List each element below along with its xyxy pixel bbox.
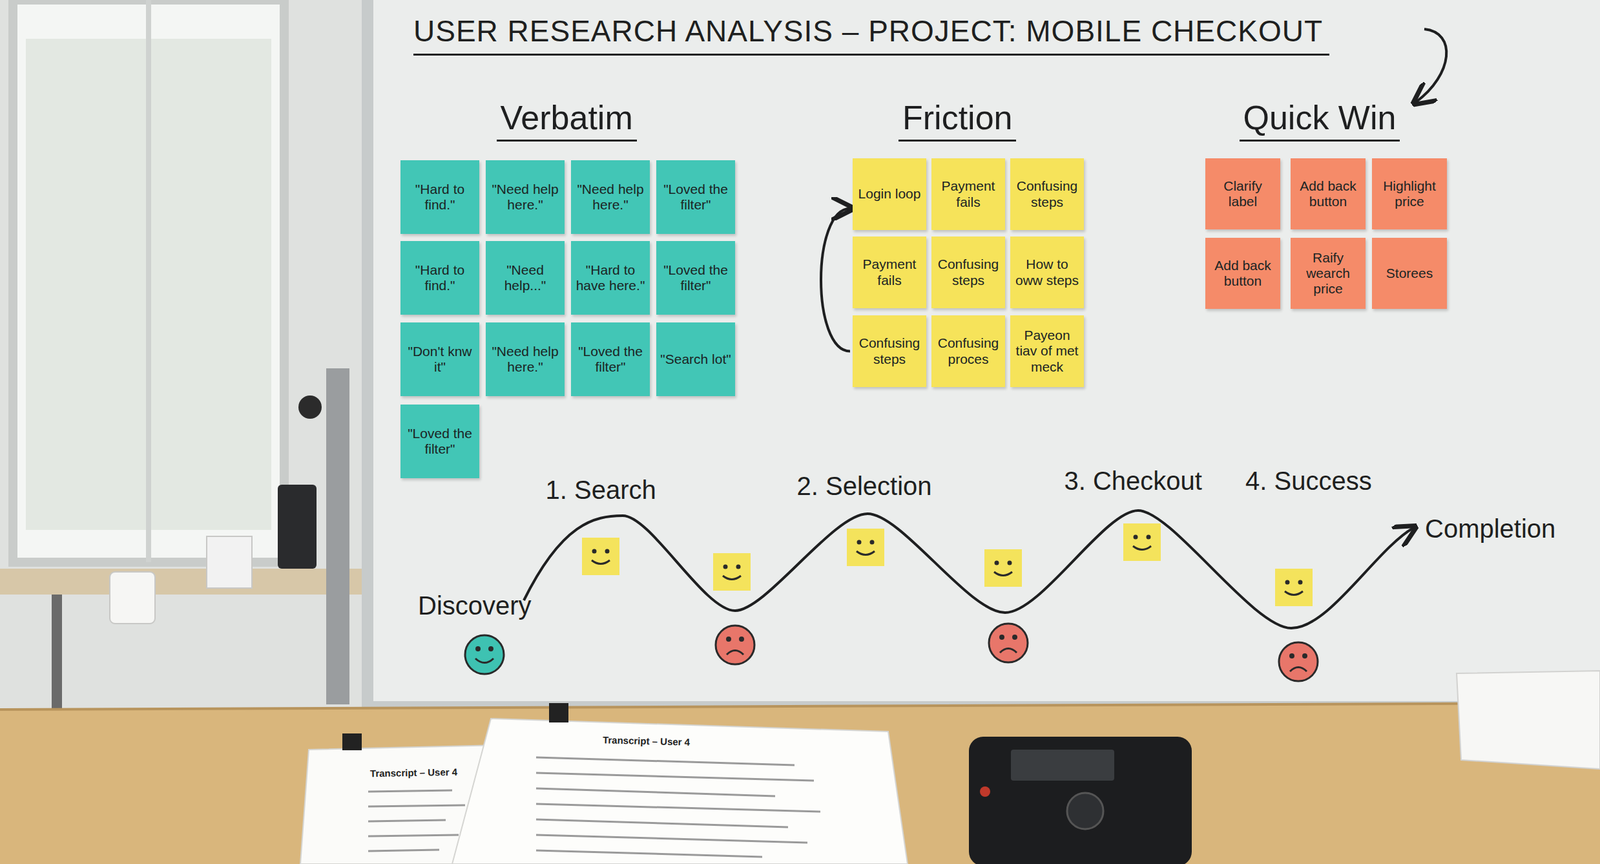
friction-sticky: Payment fails xyxy=(852,236,927,309)
verbatim-sticky: "Hard to have here." xyxy=(571,240,650,315)
journey-stage: 3. Checkout xyxy=(1064,465,1203,496)
journey-end: Completion xyxy=(1424,513,1556,544)
quick-win-sticky: Raify wearch price xyxy=(1290,237,1366,309)
column-heading: Quick Win xyxy=(1239,98,1401,143)
sticky-text: "Loved the filter" xyxy=(403,425,477,457)
friction-sticky: Login loop xyxy=(852,158,927,230)
smiley-stickers xyxy=(581,523,1313,606)
room-wall xyxy=(0,0,388,711)
sticky-text: Login loop xyxy=(858,186,922,202)
transcript-heading: Transcript – User 4 xyxy=(369,765,457,779)
sticky-text: "Need help here." xyxy=(488,343,562,375)
verbatim-sticky: "Loved the filter" xyxy=(656,240,736,315)
title-arrow xyxy=(1415,29,1447,103)
column-heading: Verbatim xyxy=(496,98,637,143)
sticky-text: Confusing steps xyxy=(855,335,924,367)
transcript-heading: Transcript – User 4 xyxy=(602,733,690,748)
desk-edge xyxy=(0,702,1600,710)
friction-sticky: Confusing steps xyxy=(931,236,1006,309)
sticky-text: Highlight price xyxy=(1375,178,1444,210)
verbatim-sticky: "Hard to find." xyxy=(400,160,480,234)
quick-win-sticky: Add back button xyxy=(1205,237,1281,309)
friction-sticky: Confusing proces xyxy=(931,315,1006,387)
journey-start: Discovery xyxy=(417,590,532,621)
transcript-paper-right xyxy=(452,718,908,864)
verbatim-sticky: "Need help..." xyxy=(485,240,565,315)
sticky-text: Raify wearch price xyxy=(1293,249,1363,297)
sticky-text: Confusing steps xyxy=(1013,178,1081,210)
friction-sticky: Payment fails xyxy=(931,158,1006,230)
sticky-text: "Loved the filter" xyxy=(659,181,732,213)
emotion-faces xyxy=(465,623,1318,681)
sticky-text: Payeon tiav of met meck xyxy=(1013,327,1081,375)
sticky-text: "Need help..." xyxy=(488,262,562,294)
sticky-text: Add back button xyxy=(1293,178,1363,210)
sticky-text: "Hard to find." xyxy=(403,181,477,213)
journey-curve xyxy=(523,510,1414,628)
column-heading: Friction xyxy=(898,98,1017,143)
sticky-text: "Hard to have here." xyxy=(574,262,647,294)
stand-knob xyxy=(298,395,322,419)
speaker xyxy=(277,484,317,569)
sticky-text: "Don't knw it" xyxy=(403,343,477,375)
board-title: USER RESEARCH ANALYSIS – PROJECT: MOBILE… xyxy=(413,14,1330,56)
journey-stage: 1. Search xyxy=(545,474,657,505)
verbatim-sticky: "Need help here." xyxy=(485,160,565,234)
verbatim-sticky: "Hard to find." xyxy=(400,240,480,315)
audio-recorder xyxy=(968,736,1192,864)
verbatim-sticky: "Loved the filter" xyxy=(400,404,480,478)
side-desk-leg xyxy=(51,594,63,711)
window-mullion xyxy=(145,0,152,562)
verbatim-sticky: "Need help here." xyxy=(485,322,565,396)
sticky-text: "Hard to find." xyxy=(403,262,477,294)
recorder-led xyxy=(979,786,991,797)
sticky-text: Clarify label xyxy=(1208,178,1278,210)
desk xyxy=(0,702,1600,864)
journey-stage: 4. Success xyxy=(1245,465,1372,496)
sticky-text: "Search lot" xyxy=(660,351,731,367)
verbatim-sticky: "Search lot" xyxy=(656,322,736,396)
window xyxy=(12,0,285,562)
sticky-text: "Need help here." xyxy=(574,181,647,213)
friction-sticky: Confusing steps xyxy=(1010,158,1084,230)
board-stand xyxy=(326,368,350,705)
feedback-arrow xyxy=(820,208,851,352)
binder-clip xyxy=(342,733,362,750)
sticky-text: Payment fails xyxy=(855,256,924,288)
pen-cup xyxy=(206,536,252,588)
quick-win-sticky: Clarify label xyxy=(1205,158,1281,230)
verbatim-sticky: "Loved the filter" xyxy=(656,160,736,234)
sticky-text: Confusing proces xyxy=(934,335,1002,367)
whiteboard xyxy=(373,0,1600,701)
sticky-text: Confusing steps xyxy=(934,256,1002,288)
friction-sticky: Confusing steps xyxy=(852,315,927,387)
friction-sticky: How to oww steps xyxy=(1010,236,1084,309)
sticky-text: How to oww steps xyxy=(1013,256,1081,288)
quick-win-sticky: Add back button xyxy=(1290,158,1366,230)
friction-sticky: Payeon tiav of met meck xyxy=(1010,315,1084,387)
verbatim-sticky: "Need help here." xyxy=(571,160,650,234)
recorder-button xyxy=(1067,792,1104,829)
mug xyxy=(109,571,156,624)
binder-clip xyxy=(549,702,569,723)
verbatim-sticky: "Don't knw it" xyxy=(400,322,480,396)
window-frame xyxy=(12,0,285,562)
recorder-screen xyxy=(1010,749,1115,781)
sticky-text: Payment fails xyxy=(934,178,1002,210)
journey-stage: 2. Selection xyxy=(797,470,933,501)
transcript-lines xyxy=(368,757,821,857)
sticky-text: "Loved the filter" xyxy=(574,343,647,375)
sticky-text: Add back button xyxy=(1208,257,1278,289)
sticky-text: "Loved the filter" xyxy=(659,262,732,294)
sticky-text: Storees xyxy=(1386,265,1433,281)
sticky-text: "Need help here." xyxy=(488,181,562,213)
paper-stack xyxy=(1456,670,1600,769)
verbatim-sticky: "Loved the filter" xyxy=(571,322,650,396)
quick-win-sticky: Highlight price xyxy=(1371,158,1447,230)
board-frame xyxy=(361,0,1600,708)
quick-win-sticky: Storees xyxy=(1371,237,1447,309)
